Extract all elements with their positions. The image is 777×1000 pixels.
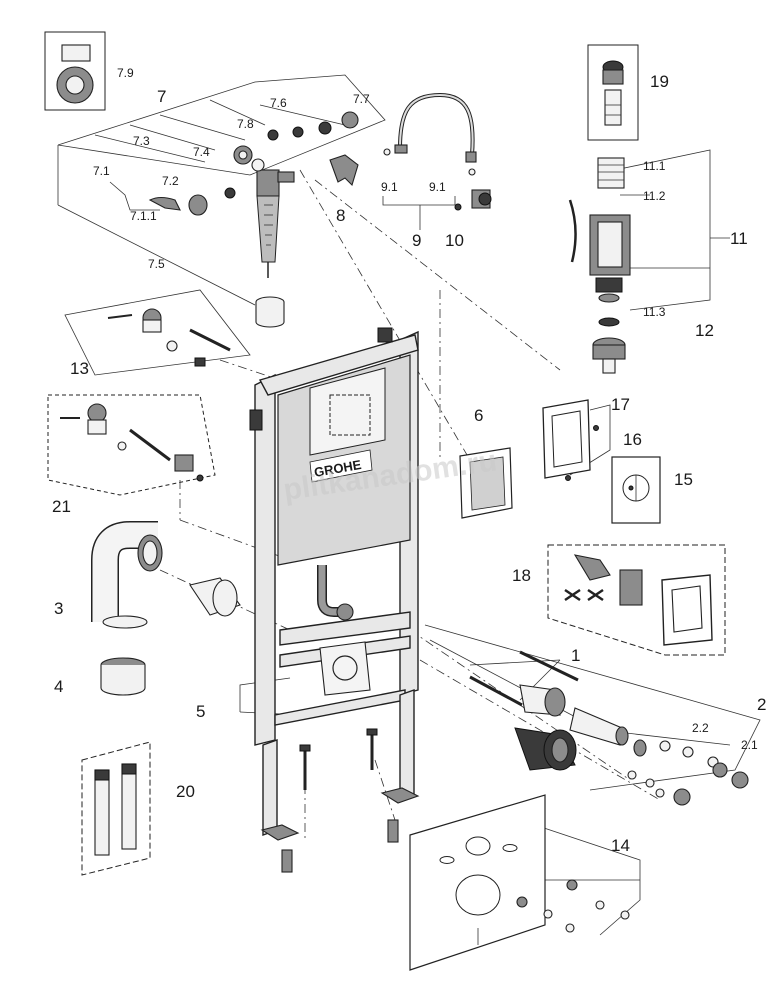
label-11: 11	[730, 229, 748, 248]
installation-frame: GROHE	[249, 327, 420, 841]
part-18-service-box	[547, 544, 726, 656]
part-7-5-float	[255, 296, 285, 328]
label-7-5: 7.5	[148, 257, 165, 271]
label-17: 17	[611, 395, 630, 414]
part-20-fixing-brackets	[81, 741, 151, 876]
label-4: 4	[54, 677, 63, 696]
part-3-bend-pipe	[91, 521, 163, 629]
label-1: 1	[571, 646, 580, 665]
part-13-fixings	[107, 308, 231, 367]
label-20: 20	[176, 782, 195, 801]
label-10: 10	[445, 231, 464, 250]
part-15-flush-plate	[611, 456, 661, 524]
label-16: 16	[623, 430, 642, 449]
label-14: 14	[611, 836, 630, 855]
label-6: 6	[474, 406, 483, 425]
part-14-sound-insulation-plate	[409, 794, 630, 971]
part-4-cap	[100, 657, 146, 696]
label-3: 3	[54, 599, 63, 618]
label-7: 7	[157, 87, 166, 106]
part-17-mounting-frame	[542, 399, 599, 481]
part-21-fixings	[60, 403, 204, 482]
label-19: 19	[650, 72, 669, 91]
part-8-bracket	[329, 154, 359, 187]
label-12: 12	[695, 321, 714, 340]
label-7-6: 7.6	[270, 96, 287, 110]
part-6-protection-cover	[459, 447, 513, 519]
label-7-4: 7.4	[193, 145, 210, 159]
callout-labels: 7.9 7 7.6 7.7 7.8 7.3 7.4 7.1 7.2 7.1.1 …	[52, 66, 766, 855]
label-11-1: 11.1	[643, 159, 666, 173]
label-18: 18	[512, 566, 531, 585]
part-connector-sleeve	[189, 577, 241, 617]
label-9-1-right: 9.1	[429, 180, 446, 194]
label-2-2: 2.2	[692, 721, 709, 735]
label-7-1: 7.1	[93, 164, 110, 178]
part-2-fittings	[627, 739, 749, 806]
label-7-9: 7.9	[117, 66, 134, 80]
label-13: 13	[70, 359, 89, 378]
part-floor-bolts	[281, 728, 399, 873]
label-7-8: 7.8	[237, 117, 254, 131]
label-9: 9	[412, 231, 421, 250]
label-15: 15	[674, 470, 693, 489]
label-9-1-left: 9.1	[381, 180, 398, 194]
label-7-3: 7.3	[133, 134, 150, 148]
label-8: 8	[336, 206, 345, 225]
label-21: 21	[52, 497, 71, 516]
label-2-1: 2.1	[741, 738, 758, 752]
part-19-valve-box	[587, 44, 639, 141]
part-9-hose	[383, 92, 477, 176]
part-12-valve-seat	[592, 317, 626, 374]
part-11-flush-valve	[568, 157, 631, 303]
label-11-3: 11.3	[643, 305, 666, 319]
part-7-9-valve-kit	[44, 31, 106, 111]
label-5: 5	[196, 702, 205, 721]
part-10-angle-valve	[454, 189, 492, 211]
label-11-2: 11.2	[643, 189, 666, 203]
part-7-fill-valve	[256, 169, 295, 278]
label-7-1-1: 7.1.1	[130, 209, 157, 223]
part-7-small-parts	[148, 111, 359, 216]
part-1-connection-set	[469, 650, 629, 771]
label-7-2: 7.2	[162, 174, 179, 188]
label-7-7: 7.7	[353, 92, 370, 106]
label-2: 2	[757, 695, 766, 714]
